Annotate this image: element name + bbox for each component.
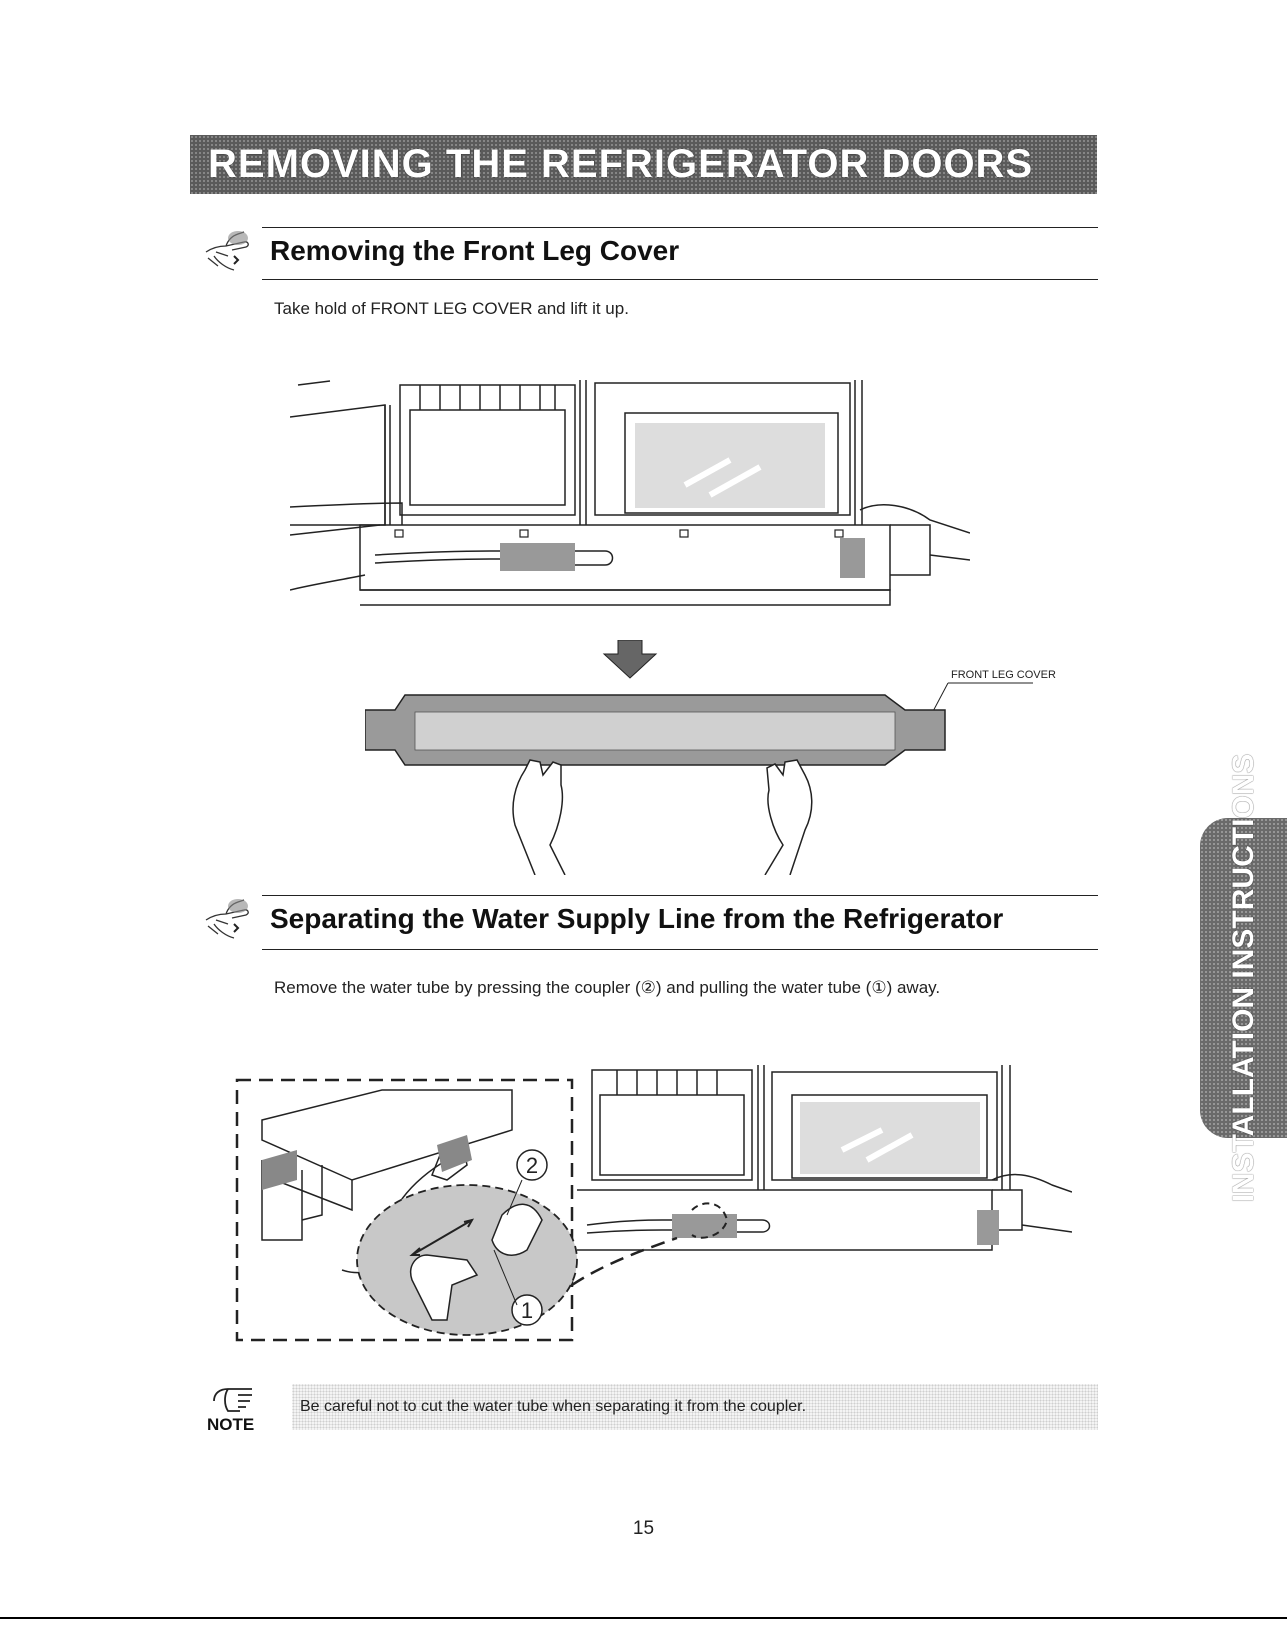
refrigerator-bottom-illustration [290, 380, 970, 606]
title-banner: REMOVING THE REFRIGERATOR DOORS [190, 135, 1097, 194]
section1-title: Removing the Front Leg Cover [270, 235, 680, 266]
section2-top-rule [262, 895, 1098, 896]
note-hand-icon [213, 1388, 252, 1412]
section1-instruction: Take hold of FRONT LEG COVER and lift it… [274, 299, 629, 318]
page-number: 15 [632, 1518, 655, 1539]
leg-cover-hands-illustration [365, 694, 946, 875]
installation-instructions-tab: INSTALLATION INSTRUCTIONS [1200, 754, 1287, 1202]
section2-instruction: Remove the water tube by pressing the co… [274, 978, 941, 997]
water-supply-detail-illustration: 2 1 [235, 1065, 1072, 1342]
section2-title: Separating the Water Supply Line from th… [270, 903, 1004, 934]
page-title: REMOVING THE REFRIGERATOR DOORS [208, 142, 1034, 186]
note-text: Be careful not to cut the water tube whe… [300, 1398, 807, 1415]
note-box: Be careful not to cut the water tube whe… [292, 1384, 1098, 1430]
section1-top-rule [262, 227, 1098, 228]
down-arrow-icon [602, 640, 658, 679]
note-label: NOTE [207, 1415, 255, 1434]
side-tab-label: INSTALLATION INSTRUCTIONS [1226, 753, 1260, 1203]
marker-2: 2 [526, 1153, 538, 1178]
marker-1: 1 [521, 1298, 533, 1323]
section2-bottom-rule [262, 949, 1098, 950]
section1-bottom-rule [262, 279, 1098, 280]
pointing-hand-icon [205, 899, 249, 939]
front-leg-cover-label: FRONT LEG COVER [951, 669, 1056, 681]
hand-pointer-icon [205, 231, 249, 271]
bottom-rule [0, 1617, 1287, 1619]
